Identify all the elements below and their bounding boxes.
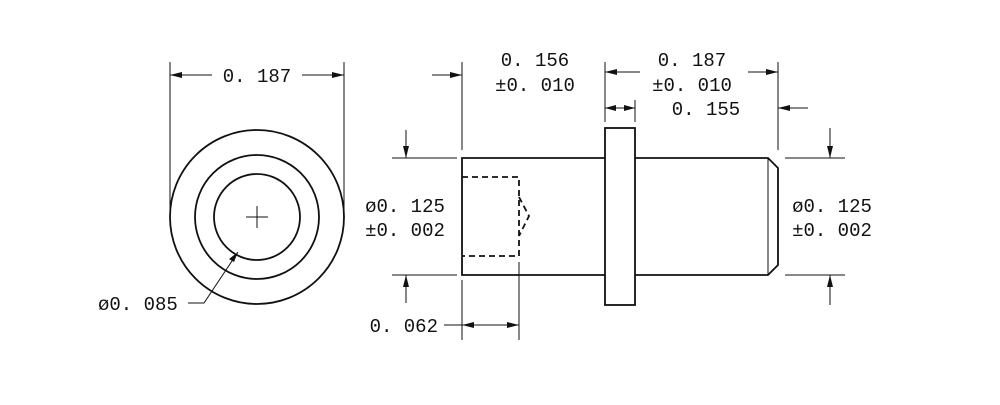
flange <box>604 127 636 306</box>
flange-dimension: 0. 155 <box>605 99 808 122</box>
arrowhead <box>229 252 238 262</box>
end-view-width-dimension: 0. 187 <box>169 62 345 218</box>
middle-circle <box>194 154 320 280</box>
arrowhead <box>624 105 635 111</box>
left-body-outline <box>461 157 605 276</box>
leader-line <box>188 251 239 304</box>
end-view <box>169 129 345 305</box>
flange-dim-label: 0. 155 <box>672 99 740 121</box>
left-diameter-dimension: ø0. 125 ±0. 002 <box>365 130 457 303</box>
bore-circle <box>213 173 301 261</box>
arrowhead <box>403 275 409 287</box>
left-body-length-dimension: 0. 156 ±0. 010 <box>432 50 575 150</box>
left-body-tol-label: ±0. 010 <box>495 75 575 97</box>
side-view <box>461 127 779 306</box>
hidden-bore <box>462 176 520 257</box>
right-body-length-label: 0. 187 <box>658 50 726 72</box>
arrowhead <box>332 72 344 78</box>
right-body-tol-label: ±0. 010 <box>652 75 732 97</box>
arrowhead <box>605 69 617 75</box>
right-diameter-dimension: ø0. 125 ±0. 002 <box>785 128 872 305</box>
arrowhead <box>462 322 474 328</box>
right-body-length-dimension: 0. 187 ±0. 010 <box>604 50 779 150</box>
arrowhead <box>827 146 833 158</box>
bore-diameter-label: ø0. 085 <box>98 294 178 316</box>
hidden-drill-point <box>518 196 531 237</box>
arrowhead <box>766 69 778 75</box>
left-diameter-tol-label: ±0. 002 <box>365 220 445 242</box>
right-diameter-tol-label: ±0. 002 <box>792 220 872 242</box>
end-view-width-label: 0. 187 <box>223 66 291 88</box>
bore-diameter-leader: ø0. 085 <box>98 251 239 316</box>
left-body-length-label: 0. 156 <box>501 50 569 72</box>
right-diameter-label: ø0. 125 <box>792 196 872 218</box>
right-body-outline <box>635 157 779 276</box>
arrowhead <box>450 72 462 78</box>
arrowhead <box>827 275 833 287</box>
bore-depth-dimension: 0. 062 <box>370 262 520 340</box>
bore-depth-label: 0. 062 <box>370 316 438 338</box>
arrowhead <box>778 105 790 111</box>
arrowhead <box>605 105 616 111</box>
arrowhead <box>170 72 182 78</box>
arrowhead <box>507 322 519 328</box>
left-diameter-label: ø0. 125 <box>365 196 445 218</box>
arrowhead <box>403 146 409 158</box>
